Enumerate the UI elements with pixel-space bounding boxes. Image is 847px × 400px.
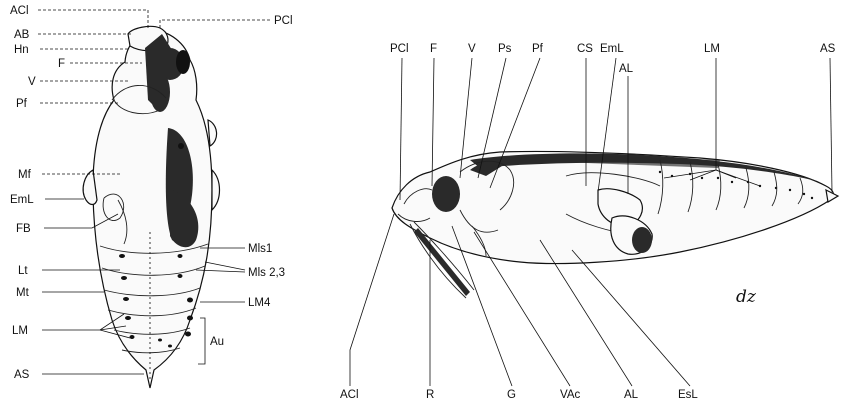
label-au: Au [210,336,224,348]
label-ab: AB [14,29,30,41]
label-lm4: LM4 [248,297,271,309]
label-acl: ACl [10,5,29,17]
label-pcl-lateral: PCl [390,43,409,55]
label-mls1: Mls1 [248,243,272,255]
lateral-pupa-drawing [392,151,838,298]
label-r-lateral: R [426,389,434,400]
label-lt: Lt [18,265,28,277]
label-v: V [28,76,36,88]
lateral-bottom-labels: ACl R G VAc AL EsL [340,389,698,400]
label-hn: Hn [14,44,29,56]
label-as-lateral: AS [820,43,836,55]
label-al-top-lateral: AL [619,63,634,75]
lateral-top-labels: PCl F V Ps Pf CS EmL AL LM AS [390,43,836,75]
label-cs-lateral: CS [577,43,593,55]
label-pf-lateral: Pf [532,43,544,55]
label-acl-lateral: ACl [340,389,359,400]
label-pcl: PCl [274,15,293,27]
dorsal-pupa-drawing [83,26,219,388]
label-lm-lateral: LM [704,43,720,55]
label-esl-lateral: EsL [678,389,698,400]
label-eml: EmL [10,194,34,206]
label-vac-lateral: VAc [560,389,580,400]
label-v-lateral: V [468,43,476,55]
label-mls23: Mls 2,3 [248,267,285,279]
label-al-bottom-lateral: AL [624,389,639,400]
label-as: AS [14,369,30,381]
label-fb: FB [16,223,31,235]
label-eml-lateral: EmL [600,43,624,55]
label-lm: LM [12,325,28,337]
label-mf: Mf [18,169,32,181]
label-g-lateral: G [507,389,516,400]
label-pf: Pf [16,98,28,110]
label-ps-lateral: Ps [498,43,512,55]
label-f: F [58,58,65,70]
label-mt: Mt [16,287,30,299]
artist-signature: dz [736,287,757,307]
label-f-lateral: F [430,43,437,55]
